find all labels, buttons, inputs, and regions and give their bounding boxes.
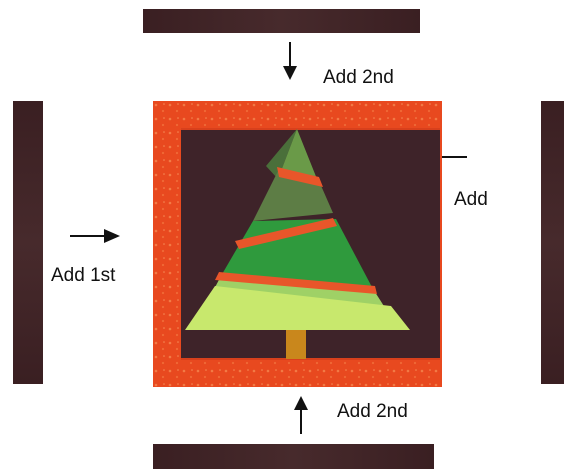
right-sashing-strip <box>541 101 564 384</box>
christmas-tree-block <box>153 101 442 387</box>
left-sashing-strip <box>13 101 43 384</box>
top-sashing-strip <box>143 9 420 33</box>
bottom-sashing-strip <box>153 444 434 469</box>
tree-trunk <box>286 330 306 359</box>
arrow-down-icon <box>281 42 299 82</box>
bottom-strip-label: Add 2nd <box>337 402 408 421</box>
right-strip-label: Add <box>454 190 488 209</box>
arrow-up-icon <box>292 394 310 434</box>
top-strip-label: Add 2nd <box>323 68 394 87</box>
arrow-right-icon <box>70 227 122 245</box>
left-strip-label: Add 1st <box>51 266 115 285</box>
dash-line-icon <box>442 154 468 160</box>
